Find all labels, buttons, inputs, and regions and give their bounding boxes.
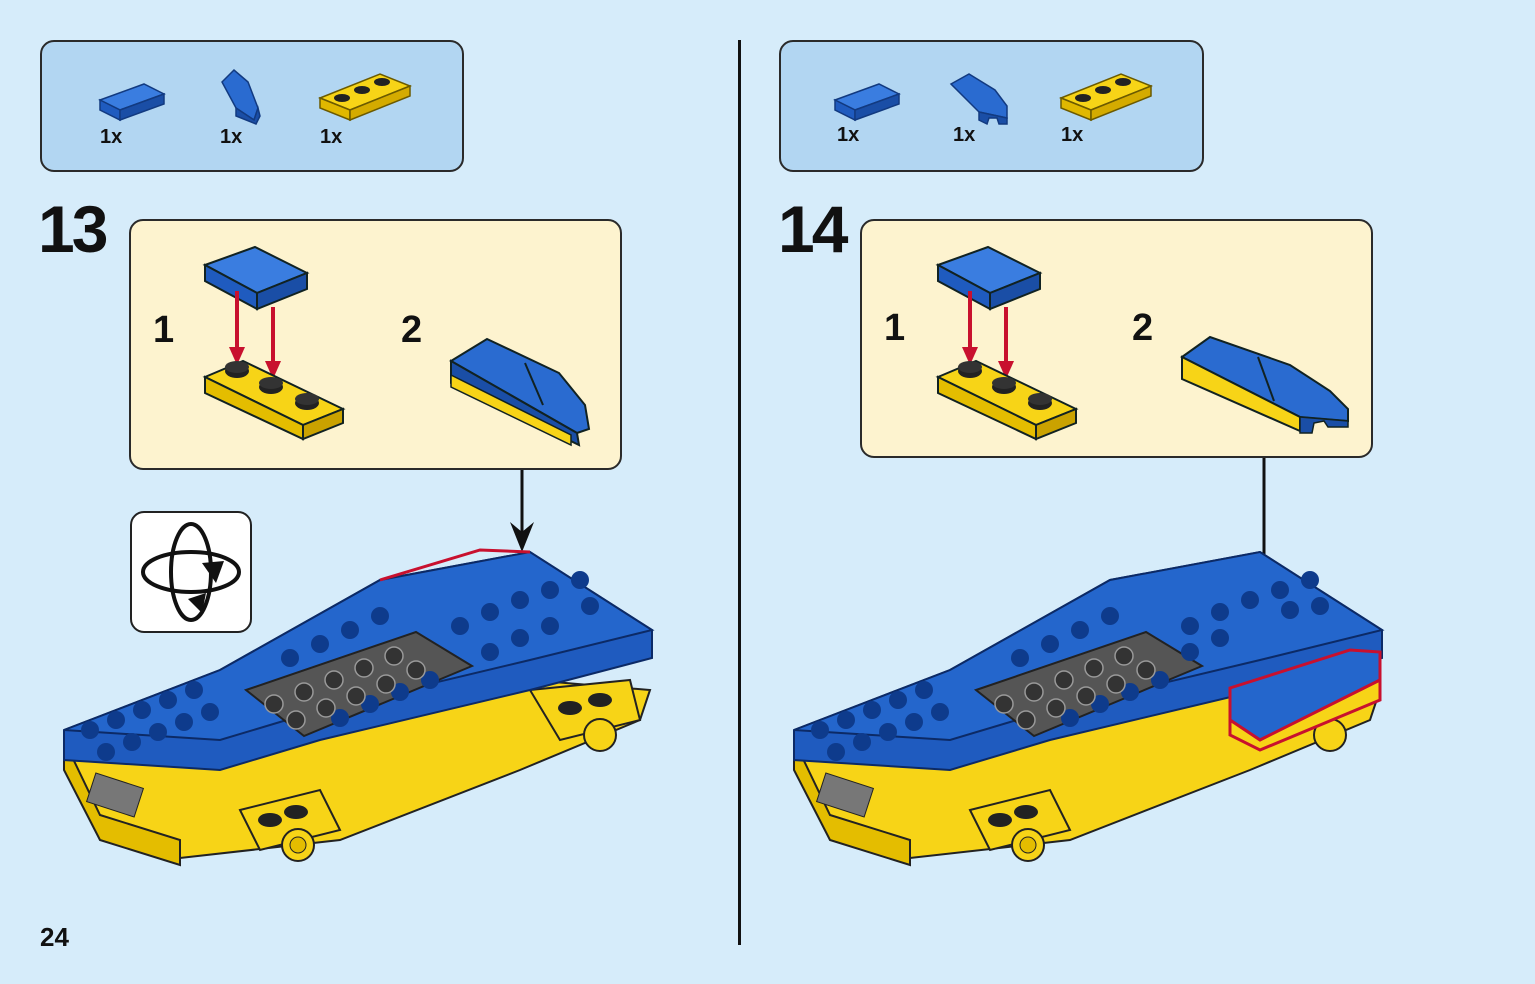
down-arrow <box>510 470 534 552</box>
yellow-plate-1x3-icon <box>317 73 413 122</box>
car-model-step-14 <box>793 550 1385 867</box>
substep-number: 2 <box>1132 307 1154 349</box>
curved-slope-notched-on-plate-icon <box>1180 335 1349 434</box>
yellow-plate-1x3-icon <box>1058 73 1154 122</box>
step-number: 13 <box>38 192 108 266</box>
parts-list-step-14: 1x 1x 1x <box>779 40 1204 172</box>
page-divider <box>738 40 741 945</box>
substep-number: 2 <box>401 309 423 351</box>
tile-on-plate-assembly-icon <box>935 245 1079 441</box>
page-number: 24 <box>40 922 69 952</box>
substep-box-step-13: 1 2 <box>129 219 622 470</box>
part-qty: 1x <box>100 126 123 148</box>
blue-curved-slope-icon <box>221 68 261 125</box>
substep-number: 1 <box>153 309 175 351</box>
substep-number: 1 <box>884 307 906 349</box>
rotate-model-icon <box>130 511 252 633</box>
part-qty: 1x <box>220 126 243 148</box>
part-qty: 1x <box>953 124 976 146</box>
blue-curved-slope-notched-icon <box>949 73 1008 126</box>
parts-list-step-13: 1x 1x 1x <box>40 40 464 172</box>
car-model-step-13 <box>63 548 655 867</box>
tile-on-plate-assembly-icon <box>202 245 346 441</box>
part-qty: 1x <box>1061 124 1084 146</box>
part-qty: 1x <box>320 126 343 148</box>
substep-box-step-14: 1 2 <box>860 219 1373 458</box>
part-qty: 1x <box>837 124 860 146</box>
blue-tile-1x2-icon <box>98 83 166 122</box>
step-number: 14 <box>778 192 848 266</box>
blue-tile-1x2-icon <box>833 83 901 122</box>
curved-slope-on-plate-icon <box>449 337 591 447</box>
